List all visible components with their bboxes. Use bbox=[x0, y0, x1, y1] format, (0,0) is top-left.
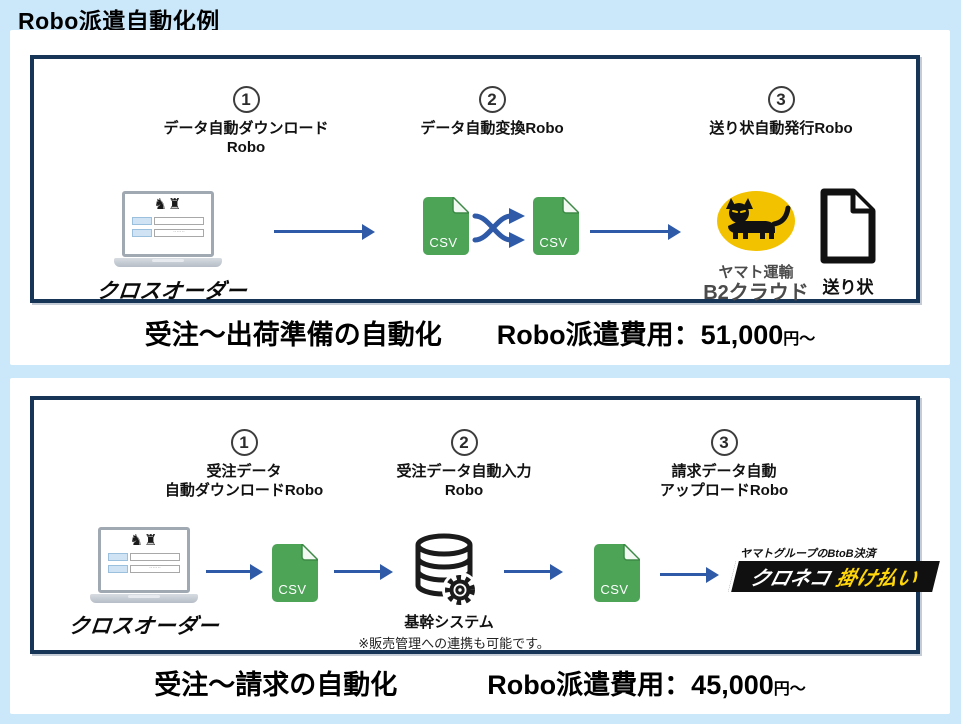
panel2-caption: 受注～請求の自動化 Robo派遣費用：45,000円～ bbox=[10, 663, 950, 702]
step-label-line2: 自動ダウンロードRobo bbox=[164, 481, 324, 499]
step-label-line2: Robo bbox=[444, 481, 484, 499]
cross-order-logo: クロスオーダー bbox=[95, 280, 249, 303]
csv-label: CSV bbox=[539, 235, 568, 250]
step-number-circle: 1 bbox=[232, 86, 260, 113]
login-field-row: ······· bbox=[108, 565, 180, 573]
b2-cloud-label: B2クラウド bbox=[703, 282, 809, 304]
step-number: 3 bbox=[719, 432, 729, 452]
login-field-row bbox=[132, 217, 204, 225]
core-system-note: ※販売管理への連携も可能です。 bbox=[358, 636, 550, 651]
step-label-line1: 受注データ自動入力 bbox=[396, 463, 532, 480]
step-number: 1 bbox=[239, 432, 249, 452]
step-2-header: 2 データ自動変換Robo bbox=[352, 86, 632, 139]
csv-file-icon: CSV bbox=[533, 195, 581, 255]
field-input: ······· bbox=[130, 565, 180, 573]
flow-arrow bbox=[274, 223, 375, 240]
step-3-header: 3 請求データ自動 アップロードRobo bbox=[584, 429, 864, 501]
shuffle-convert-icon bbox=[471, 205, 529, 256]
step-2-header: 2 受注データ自動入力 Robo bbox=[324, 429, 604, 501]
step-label-line1: 送り状自動発行Robo bbox=[709, 120, 853, 137]
field-input bbox=[154, 217, 204, 225]
flow-arrow bbox=[660, 566, 719, 583]
flow-diagram-box-2: 1 受注データ 自動ダウンロードRobo 2 受注データ自動入力 Robo 3 … bbox=[30, 396, 940, 654]
csv-file-icon: CSV bbox=[594, 542, 642, 602]
step-label-line1: 受注データ bbox=[206, 463, 282, 480]
caption-automation: 受注～出荷準備の自動化 bbox=[144, 320, 442, 350]
step-number: 1 bbox=[241, 89, 251, 109]
flow-arrow bbox=[334, 563, 393, 580]
invoice-document-icon bbox=[819, 187, 877, 270]
caption-price: Robo派遣費用：51,000円～ bbox=[496, 320, 816, 350]
step-label-line1: データ自動変換Robo bbox=[420, 120, 564, 137]
step-label-line2: Robo bbox=[226, 138, 266, 156]
csv-file-icon: CSV bbox=[423, 195, 471, 255]
csv-label: CSV bbox=[429, 235, 458, 250]
step-3-header: 3 送り状自動発行Robo bbox=[641, 86, 921, 139]
caption-price: Robo派遣費用：45,000円～ bbox=[487, 670, 806, 700]
panel-order-to-shipping: 1 データ自動ダウンロード Robo 2 データ自動変換Robo 3 送り状自動… bbox=[10, 30, 950, 365]
kakebarai-kakebarai-text: 掛け払い bbox=[833, 568, 920, 590]
flow-arrow bbox=[504, 563, 563, 580]
panel-order-to-billing: 1 受注データ 自動ダウンロードRobo 2 受注データ自動入力 Robo 3 … bbox=[10, 378, 950, 714]
step-1-header: 1 データ自動ダウンロード Robo bbox=[106, 86, 386, 158]
flow-arrow bbox=[590, 223, 681, 240]
field-label bbox=[108, 553, 128, 561]
laptop-screen: ♞♜ ······· bbox=[98, 527, 190, 593]
flow-arrow bbox=[206, 563, 263, 580]
step-number-circle: 2 bbox=[478, 86, 506, 113]
core-system-label: 基幹システム bbox=[404, 614, 494, 631]
caption-price-suffix: 円～ bbox=[783, 331, 816, 348]
invoice-label: 送り状 bbox=[822, 278, 874, 297]
cross-order-logo: クロスオーダー bbox=[67, 615, 221, 638]
laptop-login-icon: ♞♜ ······· bbox=[90, 527, 198, 603]
step-number: 2 bbox=[459, 432, 469, 452]
csv-file-icon: CSV bbox=[272, 542, 320, 602]
step-number-circle: 1 bbox=[230, 429, 258, 456]
chess-logo-icon: ♞♜ bbox=[129, 532, 159, 549]
kuroneko-kakebarai-logo: クロネコ 掛け払い bbox=[728, 561, 940, 592]
field-label bbox=[132, 229, 152, 237]
yamato-black-cat-icon bbox=[716, 190, 796, 257]
field-label bbox=[108, 565, 128, 573]
step-number-circle: 3 bbox=[767, 86, 795, 113]
field-label bbox=[132, 217, 152, 225]
field-input bbox=[130, 553, 180, 561]
step-number: 3 bbox=[776, 89, 786, 109]
step-number-circle: 3 bbox=[710, 429, 738, 456]
login-field-row bbox=[108, 553, 180, 561]
step-label-line2: アップロードRobo bbox=[659, 481, 789, 499]
chess-logo-icon: ♞♜ bbox=[153, 196, 183, 213]
step-number: 2 bbox=[487, 89, 497, 109]
step-label-line1: 請求データ自動 bbox=[671, 463, 777, 480]
laptop-keyboard bbox=[114, 258, 222, 267]
step-number-circle: 2 bbox=[450, 429, 478, 456]
yamato-unyu-label: ヤマト運輸 bbox=[718, 264, 794, 281]
laptop-login-icon: ♞♜ ······· bbox=[114, 191, 222, 267]
panel1-caption: 受注～出荷準備の自動化 Robo派遣費用：51,000円～ bbox=[10, 313, 950, 352]
caption-price-suffix: 円～ bbox=[773, 681, 806, 698]
csv-label: CSV bbox=[278, 582, 307, 597]
flow-diagram-box-1: 1 データ自動ダウンロード Robo 2 データ自動変換Robo 3 送り状自動… bbox=[30, 55, 921, 304]
kakebarai-kuroneko-text: クロネコ bbox=[747, 568, 833, 590]
database-gear-icon bbox=[412, 532, 478, 615]
step-label-line1: データ自動ダウンロード bbox=[163, 120, 329, 137]
laptop-screen: ♞♜ ······· bbox=[122, 191, 214, 257]
page-title: Robo派遣自動化例 bbox=[18, 8, 220, 34]
laptop-keyboard bbox=[90, 594, 198, 603]
step-1-header: 1 受注データ 自動ダウンロードRobo bbox=[104, 429, 384, 501]
csv-label: CSV bbox=[600, 582, 629, 597]
caption-automation: 受注～請求の自動化 bbox=[154, 670, 398, 700]
field-input: ······· bbox=[154, 229, 204, 237]
login-field-row: ······· bbox=[132, 229, 204, 237]
kakebarai-tagline: ヤマトグループのBtoB決済 bbox=[740, 548, 876, 560]
